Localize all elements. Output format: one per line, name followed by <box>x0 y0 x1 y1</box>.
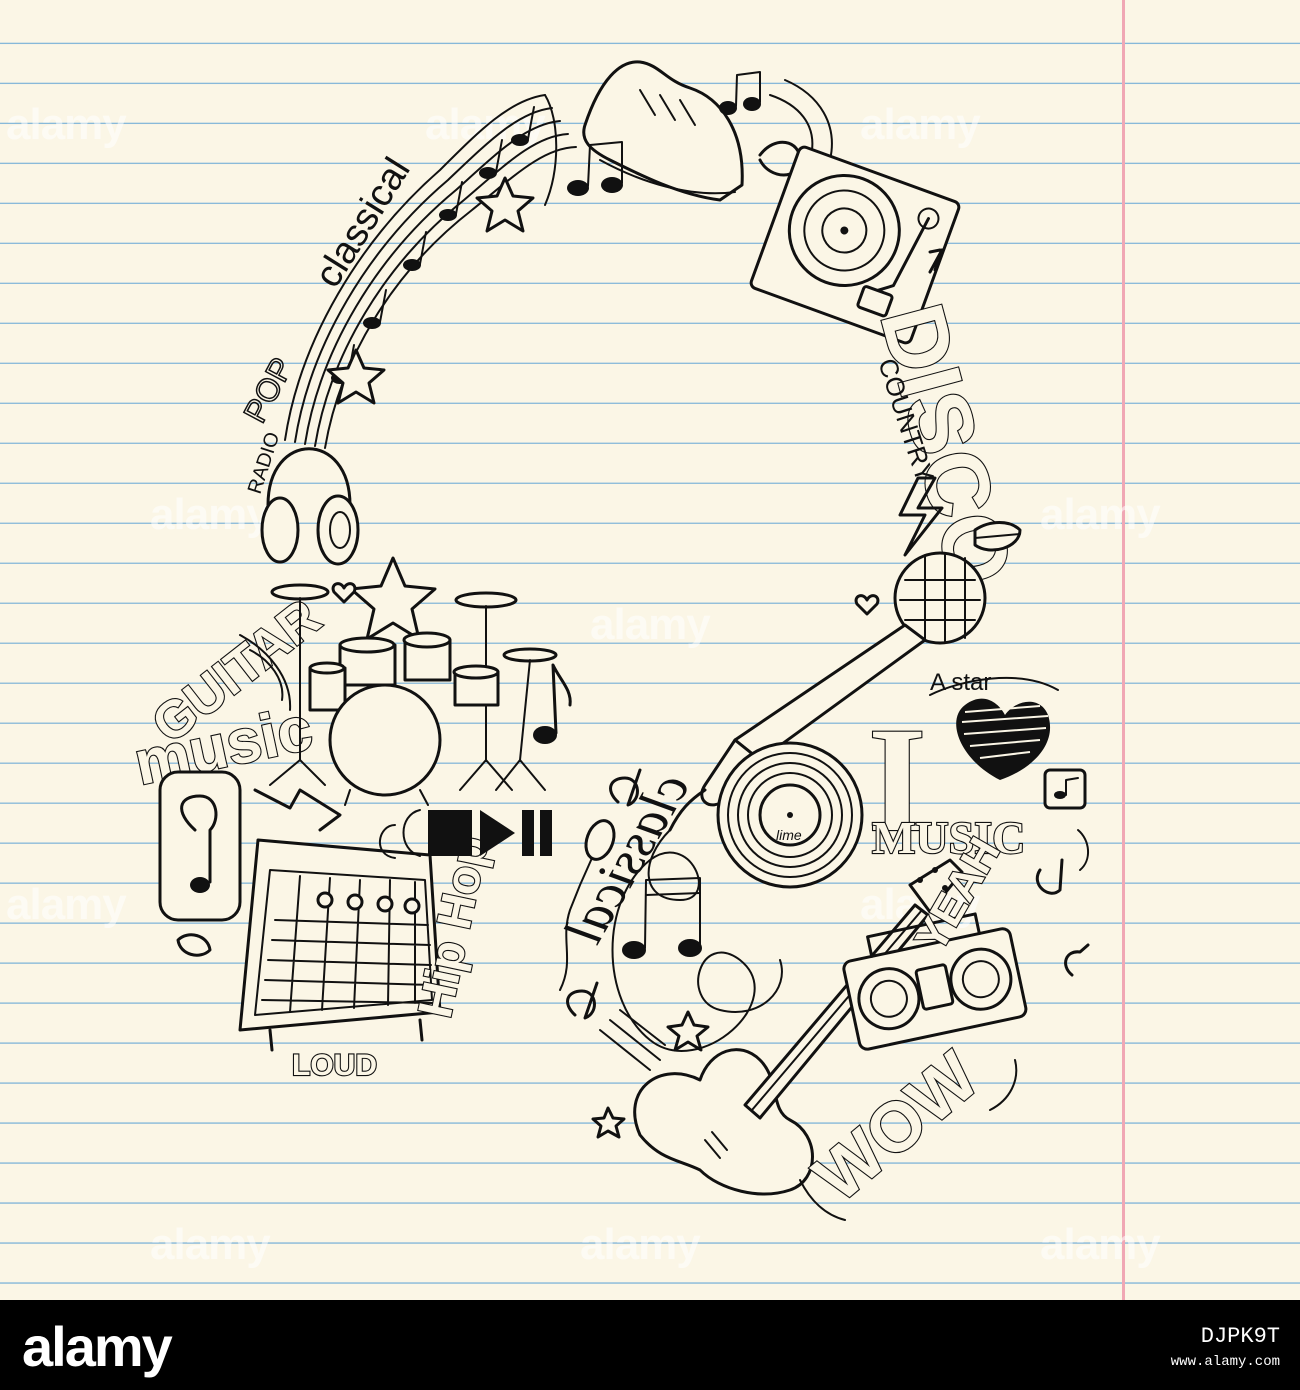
drum-kit-icon <box>269 583 558 806</box>
music-note-icon <box>176 933 212 957</box>
star-icon <box>326 348 386 405</box>
heart-icon <box>331 582 357 604</box>
star-icon <box>475 176 535 233</box>
cable-doodle <box>611 829 783 1052</box>
watermark: alamy <box>150 1220 271 1269</box>
music-note-icon <box>609 768 642 807</box>
turntable-icon <box>749 145 961 345</box>
label-radio: RADIO <box>244 430 284 497</box>
motion-lines-doodle <box>799 1059 1018 1221</box>
microphone-icon <box>668 551 987 832</box>
music-note-icon <box>1036 858 1064 895</box>
watermark: alamy <box>6 100 127 149</box>
watermark: alamy <box>1040 1220 1161 1269</box>
motion-lines-doodle <box>599 1009 666 1071</box>
label-wow: WOW <box>800 1037 993 1217</box>
notebook-paper: alamy alamy alamy alamy alamy alamy alam… <box>0 0 1300 1300</box>
star-icon <box>591 1106 626 1139</box>
watermark: alamy <box>6 880 127 929</box>
boombox-icon <box>842 912 1028 1051</box>
watermark: alamy <box>1040 490 1161 539</box>
heart-icon <box>854 594 880 616</box>
label-loud: LOUD <box>292 1049 377 1082</box>
vinyl-record-icon: lime <box>716 741 864 889</box>
staff-notes <box>331 106 535 384</box>
sound-waves-icon <box>239 634 292 711</box>
label-classical-top: classical <box>307 151 419 295</box>
music-note-icon <box>566 981 599 1020</box>
cassette-icon <box>158 770 242 922</box>
lightning-icon <box>253 788 342 832</box>
small-microphone-icon <box>559 819 616 991</box>
music-note-icon <box>1064 943 1090 977</box>
music-note-icon <box>719 71 761 115</box>
image-id: DJPK9T <box>1200 1324 1280 1349</box>
star-icon <box>666 1010 710 1052</box>
site-url: www.alamy.com <box>1170 1354 1280 1370</box>
margin-line <box>1122 0 1125 1300</box>
watermark: alamy <box>580 1220 701 1269</box>
label-music-right: MUSIC <box>872 812 1025 863</box>
cassette-icon <box>1043 768 1087 810</box>
label-i: I <box>868 697 926 863</box>
media-controls-icon <box>378 809 552 859</box>
label-pop: POP <box>236 352 300 429</box>
headphones-doodle: classical POP RADIO <box>127 60 1090 1221</box>
watermark: alamy <box>860 100 981 149</box>
arrow-icon <box>928 248 944 274</box>
label-classical-right: classical <box>554 761 700 955</box>
music-note-icon <box>622 877 702 959</box>
record-label-text: lime <box>776 827 802 843</box>
music-note-icon <box>567 141 623 196</box>
lightning-icon <box>898 476 944 557</box>
watermark: alamy <box>590 600 711 649</box>
footer-bar: alamy DJPK9T www.alamy.com <box>0 1300 1300 1390</box>
label-a-star: A star <box>930 669 991 696</box>
music-note-icon <box>533 663 572 744</box>
alamy-logo: alamy <box>22 1315 173 1378</box>
watermark: alamy <box>150 490 271 539</box>
small-headphones-icon <box>260 447 360 566</box>
sneaker-icon <box>582 60 744 202</box>
star-icon <box>349 556 437 641</box>
heart-icon <box>956 698 1051 780</box>
label-disco: DISCO <box>861 294 1031 595</box>
sound-waves-icon <box>769 79 833 161</box>
amplifier-icon <box>238 838 442 1052</box>
